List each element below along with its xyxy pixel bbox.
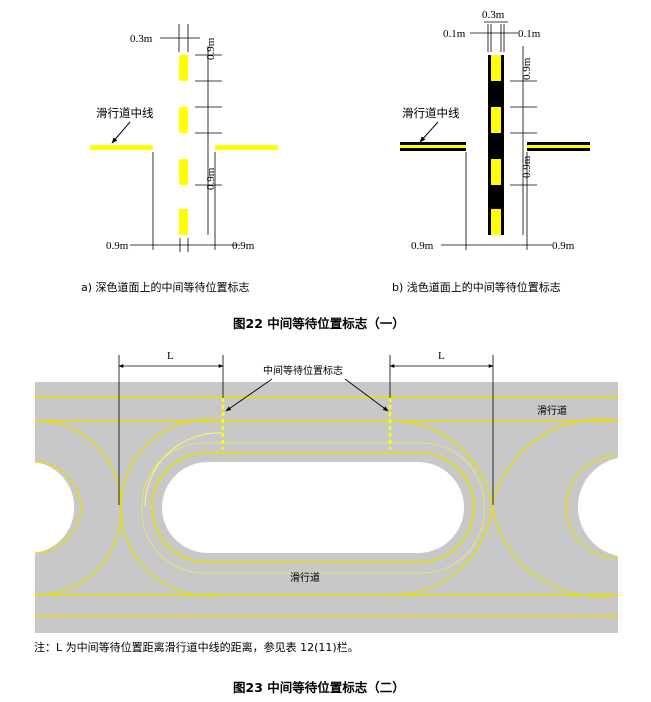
connector-curve	[391, 506, 493, 596]
island-right-edge	[565, 455, 619, 559]
holding-dash-a	[179, 209, 188, 235]
island-right	[577, 458, 618, 556]
dim-09-label-b1: 0.9m	[521, 57, 533, 80]
taxiway-label-top: 滑行道	[537, 404, 567, 417]
connector-curve	[391, 420, 493, 508]
taxi-centerline-label-a: 滑行道中线	[96, 106, 154, 120]
dim-09-label-a4: 0.9m	[232, 240, 255, 252]
dim-09-label-b4: 0.9m	[552, 240, 575, 252]
connector-curve	[491, 506, 619, 598]
dim-L-right: L	[438, 350, 445, 362]
centerline-pointer-arrow	[111, 121, 131, 144]
fig22-title: 图22 中间等待位置标志（一）	[233, 316, 405, 331]
island-center-edge	[151, 452, 475, 563]
fig22b-diagram: 0.3m 0.1m 0.1m 0.9m 0.9m 0.9m 0.9m 滑行道中线	[400, 9, 590, 252]
fig22a-diagram: 0.3m 0.9m 0.9m 0.9m 0.9m 滑行道中线	[90, 24, 278, 252]
connector-curve	[34, 420, 122, 508]
fig23-note: 注：L 为中间等待位置距离滑行道中线的距离，参见表 12(11)栏。	[34, 640, 359, 654]
dim-09-label-a1: 0.9m	[205, 37, 217, 60]
island-center-offset-line	[141, 442, 485, 574]
taxiway-label-bottom: 滑行道	[290, 571, 320, 584]
fig23-title: 图23 中间等待位置标志（二）	[233, 680, 405, 695]
holding-label-pointer	[225, 378, 273, 412]
fig23-diagram: L L 中间等待位置标志 滑行道 滑行道	[34, 350, 619, 633]
holding-dash-b	[491, 159, 501, 185]
dim-09-label-a2: 0.9m	[205, 167, 217, 190]
holding-dash-b	[491, 209, 501, 235]
holding-bar-b	[488, 55, 504, 235]
holding-dash-b	[491, 55, 501, 81]
holding-dash-a	[179, 55, 188, 81]
holding-dash-a	[179, 159, 188, 185]
dim-09-label-b3: 0.9m	[411, 240, 434, 252]
dim-L-left: L	[167, 350, 174, 362]
holding-dash-b	[491, 107, 501, 133]
connector-curve	[120, 419, 225, 508]
holding-dash-a	[179, 107, 188, 133]
dim-01-label-b-right: 0.1m	[518, 28, 541, 40]
taxi-centerline-left-b	[400, 145, 466, 148]
dim-01-label-b-left: 0.1m	[443, 28, 466, 40]
dim-03-label-b: 0.3m	[482, 9, 505, 21]
holding-position-label: 中间等待位置标志	[263, 364, 343, 377]
dim-03-label-a: 0.3m	[130, 33, 153, 45]
taxi-centerline-right-b	[527, 145, 590, 148]
connector-curve	[491, 418, 619, 508]
island-left-edge	[34, 461, 82, 554]
connector-curve	[144, 432, 223, 508]
island-left	[35, 462, 75, 553]
taxi-centerline-label-b: 滑行道中线	[402, 106, 460, 120]
taxi-centerline-right-a	[215, 145, 278, 150]
connector-curve	[120, 506, 222, 597]
dim-09-label-a3: 0.9m	[106, 240, 129, 252]
connector-curve	[34, 506, 122, 596]
taxi-centerline-left-a	[90, 145, 153, 150]
island-center	[162, 462, 464, 553]
caption-a: a) 深色道面上的中间等待位置标志	[81, 280, 250, 294]
caption-b: b) 浅色道面上的中间等待位置标志	[392, 280, 561, 294]
centerline-pointer-arrow	[419, 121, 439, 143]
holding-label-pointer	[344, 378, 389, 412]
